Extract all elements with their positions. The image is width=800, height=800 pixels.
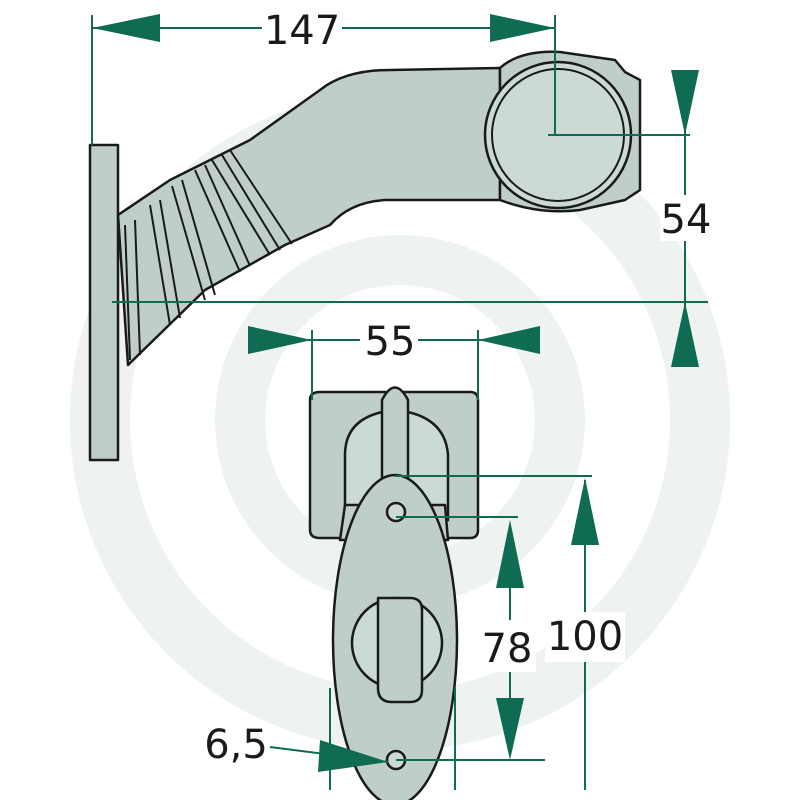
lamp-arm — [116, 66, 502, 367]
dimension-100: 100 — [395, 475, 625, 790]
front-view — [308, 386, 480, 800]
dimension-147: 147 — [91, 6, 556, 145]
lens-knob — [376, 596, 424, 704]
dimension-54: 54 — [112, 70, 712, 367]
dimension-label-78: 78 — [482, 626, 533, 672]
upper-mounting-hole — [385, 501, 407, 523]
dimension-label-100: 100 — [547, 614, 623, 660]
dimension-label-147: 147 — [264, 8, 340, 54]
dimension-label-6-5: 6,5 — [204, 722, 268, 768]
dimension-label-55: 55 — [365, 319, 416, 365]
dimension-78: 78 — [396, 516, 545, 761]
dimension-label-54: 54 — [661, 197, 712, 243]
dimension-6-5: 6,5 — [204, 688, 456, 790]
arm-ribs — [124, 149, 293, 361]
dimension-55: 55 — [248, 318, 540, 400]
